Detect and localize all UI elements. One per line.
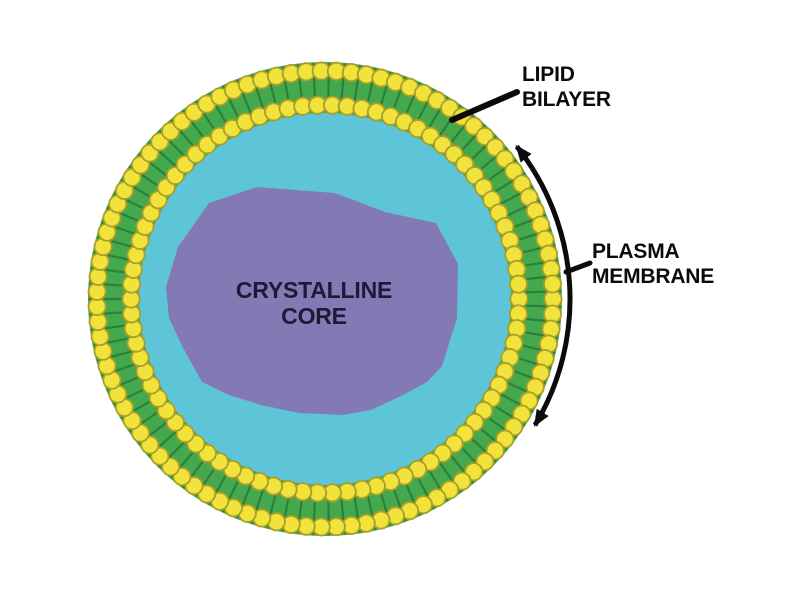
crystalline-core-label-line2: CORE (281, 303, 347, 329)
plasma-membrane-label-line1: PLASMA (592, 240, 680, 263)
crystalline-core-shape (166, 187, 458, 415)
plasma-membrane-arc-arrow (514, 144, 573, 427)
label-connector-tick (563, 260, 593, 275)
lipid-bilayer-label-line1: LIPID (522, 63, 575, 86)
crystalline-core-label: CRYSTALLINE CORE (236, 277, 392, 329)
plasma-membrane-label-line2: MEMBRANE (592, 265, 715, 288)
plasma-membrane-label: PLASMA MEMBRANE (592, 239, 714, 289)
lipid-bilayer-label: LIPID BILAYER (522, 62, 611, 112)
lipid-bilayer-label-line2: BILAYER (522, 88, 611, 111)
crystalline-core-label-line1: CRYSTALLINE (235, 277, 393, 303)
lipid-bilayer-pointer-line (449, 89, 520, 123)
